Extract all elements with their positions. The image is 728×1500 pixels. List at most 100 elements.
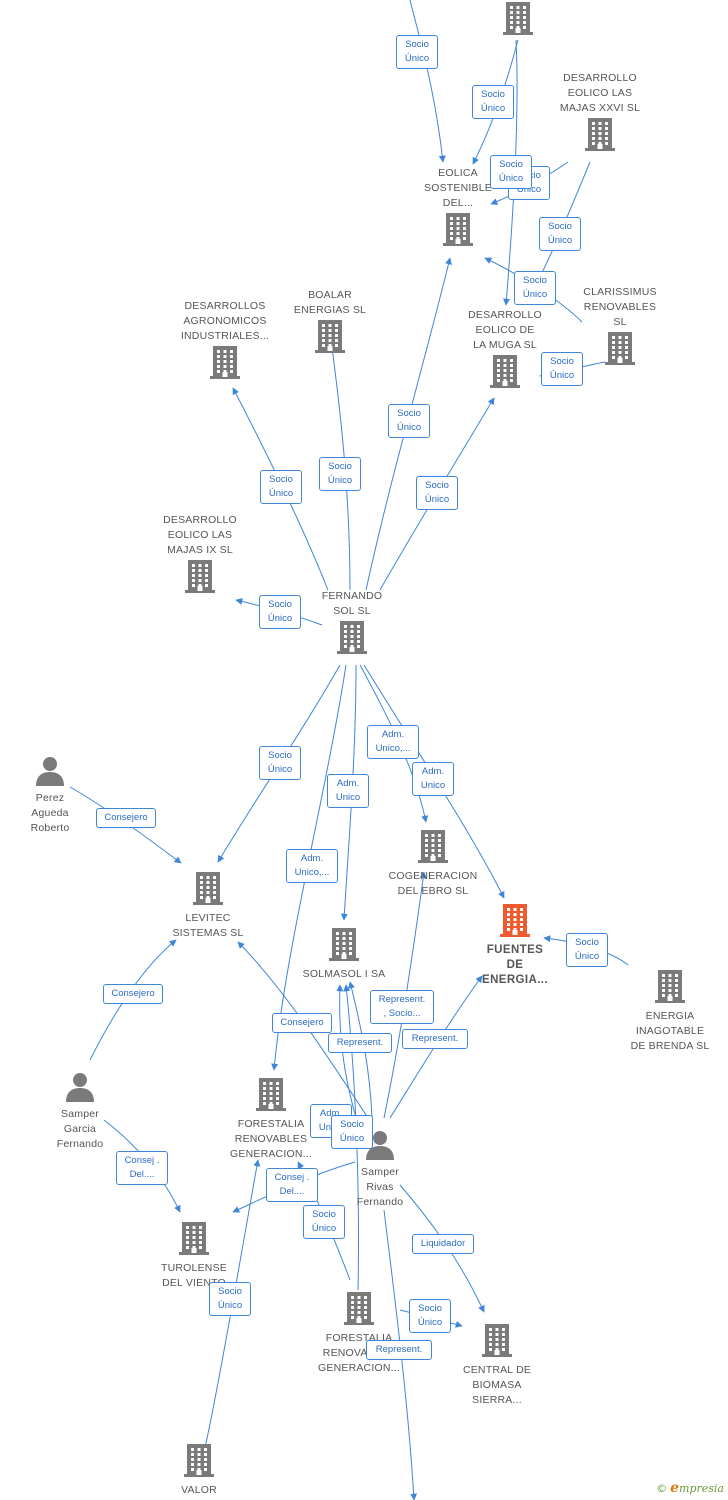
building-icon — [193, 870, 223, 911]
brand-logo-initial: e — [670, 1480, 680, 1496]
relation-label[interactable]: Represent. — [402, 1029, 468, 1049]
edge — [409, 0, 446, 163]
relation-label[interactable]: Socio Único — [514, 271, 556, 305]
building-icon — [655, 968, 685, 1009]
edge — [336, 984, 359, 1126]
relation-label[interactable]: Represent. , Socio... — [370, 990, 434, 1024]
person-icon — [365, 1130, 395, 1165]
building-icon — [329, 926, 359, 967]
relation-label[interactable]: Socio Único — [472, 85, 514, 119]
relation-label[interactable]: Consejero — [272, 1013, 332, 1033]
relation-label[interactable]: Socio Único — [566, 933, 608, 967]
relation-label[interactable]: Represent. — [366, 1340, 432, 1360]
relation-label[interactable]: Socio Único — [541, 352, 583, 386]
building-icon — [179, 1220, 209, 1261]
relation-label[interactable]: Liquidador — [412, 1234, 474, 1254]
relation-label[interactable]: Consejero — [96, 808, 156, 828]
copyright-icon: © — [656, 1482, 668, 1495]
company-node[interactable]: SOLMASOL I SA — [293, 926, 395, 982]
relation-label[interactable]: Consej . Del.... — [266, 1168, 318, 1202]
relation-label[interactable]: Socio Único — [331, 1115, 373, 1149]
relation-label[interactable]: Socio Único — [260, 470, 302, 504]
building-icon — [185, 558, 215, 599]
relation-label[interactable]: Socio Único — [396, 35, 438, 69]
brand-logo-text: mpresia — [679, 1482, 724, 1495]
relation-label[interactable]: Socio Único — [319, 457, 361, 491]
building-icon — [585, 116, 615, 157]
building-icon — [605, 330, 635, 371]
relation-label[interactable]: Consejero — [103, 984, 163, 1004]
relation-label[interactable]: Socio Único — [259, 746, 301, 780]
relation-label[interactable]: Socio Único — [490, 155, 532, 189]
person-icon — [65, 1072, 95, 1107]
building-icon — [315, 318, 345, 359]
edge — [201, 1159, 261, 1463]
node-label: SOLMASOL I SA — [302, 968, 386, 980]
company-node[interactable]: VALOR — [168, 1442, 230, 1498]
relation-label[interactable]: Socio Único — [539, 217, 581, 251]
building-icon — [500, 902, 530, 943]
relation-label[interactable]: Socio Único — [303, 1205, 345, 1239]
building-icon — [443, 211, 473, 252]
relation-label[interactable]: Adm. Unico — [327, 774, 369, 808]
relation-label[interactable]: Socio Único — [416, 476, 458, 510]
person-icon — [35, 756, 65, 791]
building-icon — [490, 353, 520, 394]
relation-label[interactable]: Adm. Unico — [412, 762, 454, 796]
building-icon — [256, 1076, 286, 1117]
relation-label[interactable]: Socio Único — [259, 595, 301, 629]
relation-label[interactable]: Represent. — [328, 1033, 392, 1053]
node-label: VALOR — [181, 1484, 217, 1496]
relation-label[interactable]: Socio Único — [388, 404, 430, 438]
relation-label[interactable]: Socio Único — [409, 1299, 451, 1333]
building-icon — [210, 344, 240, 385]
building-icon — [418, 828, 448, 869]
relation-label[interactable]: Socio Único — [209, 1282, 251, 1316]
company-node[interactable] — [483, 0, 553, 41]
relation-label[interactable]: Adm. Unico,... — [367, 725, 419, 759]
brand-footer[interactable]: ©empresia — [656, 1480, 724, 1496]
relation-label[interactable]: Consej . Del.... — [116, 1151, 168, 1185]
building-icon — [344, 1290, 374, 1331]
building-icon — [337, 619, 367, 660]
building-icon — [503, 0, 533, 41]
relation-label[interactable]: Adm. Unico,... — [286, 849, 338, 883]
